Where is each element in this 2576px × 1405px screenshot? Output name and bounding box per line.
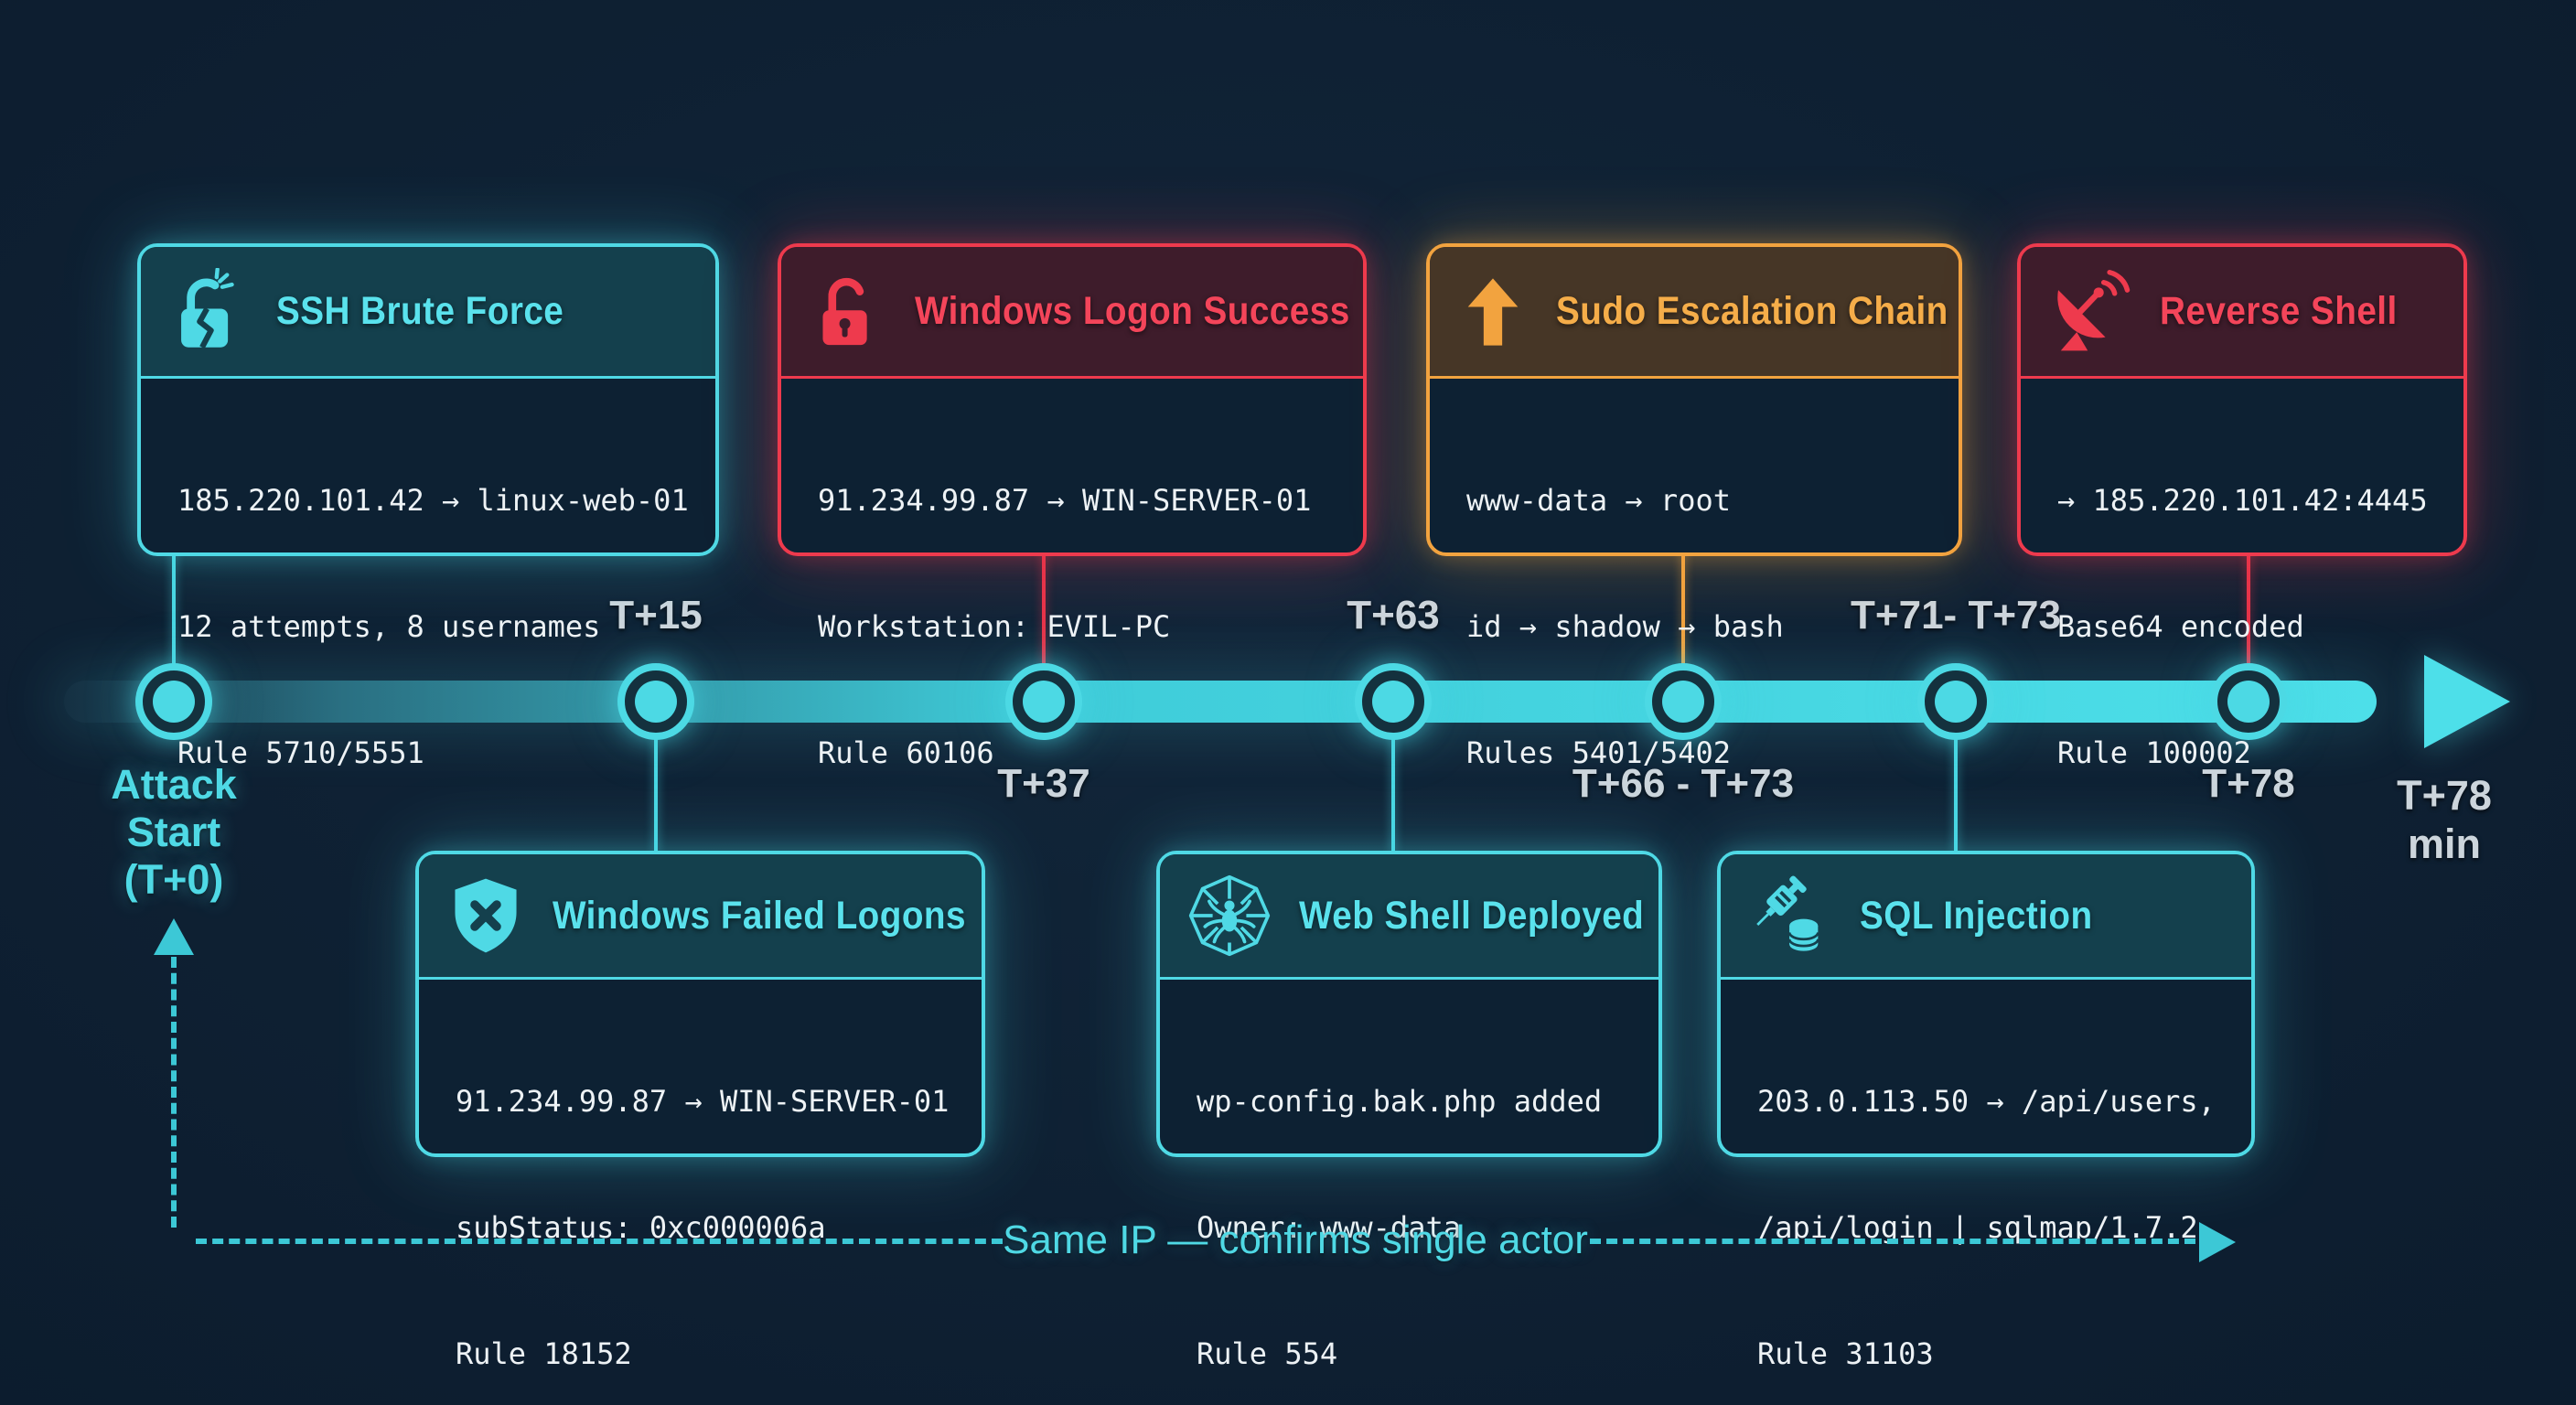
attack-start-line3: (T+0)	[123, 856, 224, 903]
card-detail-line: → 185.220.101.42:4445	[2057, 483, 2428, 518]
event-card-sql-injection: SQL Injection 203.0.113.50 → /api/users,…	[1717, 851, 2255, 1371]
card-detail-line: Owner: www-data	[1197, 1210, 1461, 1245]
card-title: Reverse Shell	[2160, 289, 2398, 333]
event-card-reverse-shell: Reverse Shell → 185.220.101.42:4445 Base…	[2017, 243, 2467, 770]
connector-sudo-escalation-chain	[1681, 547, 1685, 666]
card-header: Sudo Escalation Chain	[1430, 247, 1959, 379]
card-header: Windows Failed Logons	[419, 854, 982, 980]
card-detail-line: Rule 60106	[818, 735, 994, 770]
up-arrow-icon	[1457, 268, 1529, 356]
card-detail-line: www-data → root	[1466, 483, 1731, 518]
timeline-node-t37	[1005, 663, 1082, 740]
card-header: Web Shell Deployed	[1160, 854, 1658, 980]
card-detail-line: 12 attempts, 8 usernames	[177, 609, 601, 644]
card-detail-line: 203.0.113.50 → /api/users,	[1757, 1084, 2216, 1119]
connector-ssh-brute-force	[172, 547, 176, 666]
timeline-node-t71-t73	[1917, 663, 1994, 740]
card-detail-line: 91.234.99.87 → WIN-SERVER-01	[818, 483, 1312, 518]
timeline-end-label: T+78 min	[2397, 771, 2492, 868]
annotation-vertical-dashed-line	[171, 957, 177, 1228]
attack-start-line2: Start	[126, 809, 221, 855]
timeline-label-t66-t73: T+66 - T+73	[1572, 761, 1795, 806]
syringe-database-icon	[1748, 874, 1832, 958]
card-body: www-data → root id → shadow → bash Rules…	[1430, 379, 1959, 858]
card-title: Sudo Escalation Chain	[1556, 289, 1948, 333]
connector-windows-logon-success	[1042, 547, 1046, 666]
card-header: Windows Logon Success	[781, 247, 1363, 379]
card-detail-line: Rule 31103	[1757, 1336, 1934, 1371]
timeline-node-t15	[617, 663, 694, 740]
card-header: SSH Brute Force	[141, 247, 715, 379]
event-card-ssh-brute-force: SSH Brute Force 185.220.101.42 → linux-w…	[137, 243, 719, 770]
timeline-label-t78: T+78	[2202, 761, 2295, 806]
card-title: Windows Logon Success	[915, 289, 1350, 333]
card-title: Web Shell Deployed	[1299, 893, 1645, 938]
same-ip-annotation-text: Same IP — confirms single actor	[1003, 1217, 1588, 1262]
card-body: 91.234.99.87 → WIN-SERVER-01 subStatus: …	[419, 980, 982, 1405]
end-label-line1: T+78	[2397, 772, 2492, 819]
shield-x-icon	[446, 874, 525, 958]
timeline-label-t63: T+63	[1347, 593, 1440, 638]
attack-start-line1: Attack	[111, 761, 237, 808]
card-detail-line: Rules 5401/5402	[1466, 735, 1731, 770]
annotation-dashed-line-left	[196, 1239, 1003, 1244]
annotation-right-arrow-icon	[2199, 1222, 2236, 1262]
card-title: SQL Injection	[1860, 893, 2093, 938]
annotation-up-arrow-icon	[154, 918, 194, 955]
card-detail-line: 185.220.101.42 → linux-web-01	[177, 483, 689, 518]
timeline-node-t78	[2210, 663, 2287, 740]
card-detail-line: Rule 100002	[2057, 735, 2251, 770]
timeline-arrowhead-icon	[2424, 655, 2510, 748]
card-body: → 185.220.101.42:4445 Base64 encoded Rul…	[2021, 379, 2463, 858]
card-body: 91.234.99.87 → WIN-SERVER-01 Workstation…	[781, 379, 1363, 858]
card-title: SSH Brute Force	[276, 289, 564, 333]
timeline-node-t66-t73	[1645, 663, 1722, 740]
card-header: SQL Injection	[1721, 854, 2251, 980]
connector-windows-failed-logons	[654, 736, 658, 853]
satellite-dish-icon	[2048, 268, 2132, 356]
spider-web-icon	[1187, 874, 1272, 958]
card-detail-line: Rule 554	[1197, 1336, 1338, 1371]
card-detail-line: id → shadow → bash	[1466, 609, 1784, 644]
event-card-web-shell-deployed: Web Shell Deployed wp-config.bak.php add…	[1156, 851, 1662, 1371]
card-header: Reverse Shell	[2021, 247, 2463, 379]
end-label-line2: min	[2407, 820, 2482, 867]
connector-sql-injection	[1954, 736, 1958, 853]
card-detail-line: Workstation: EVIL-PC	[818, 609, 1171, 644]
timeline-label-t15: T+15	[609, 593, 703, 638]
card-detail-line: Rule 5710/5551	[177, 735, 424, 770]
card-detail-line: wp-config.bak.php added	[1197, 1084, 1603, 1119]
card-detail-line: Base64 encoded	[2057, 609, 2304, 644]
event-card-windows-failed-logons: Windows Failed Logons 91.234.99.87 → WIN…	[415, 851, 985, 1371]
card-detail-line: Rule 18152	[456, 1336, 632, 1371]
card-body: 203.0.113.50 → /api/users, /api/login | …	[1721, 980, 2251, 1405]
card-detail-line: 91.234.99.87 → WIN-SERVER-01	[456, 1084, 950, 1119]
connector-web-shell-deployed	[1391, 736, 1395, 853]
card-title: Windows Failed Logons	[553, 893, 966, 938]
timeline-node-t63	[1355, 663, 1432, 740]
broken-lock-icon	[168, 267, 249, 356]
attack-start-label: Attack Start (T+0)	[111, 761, 237, 904]
event-card-windows-logon-success: Windows Logon Success 91.234.99.87 → WIN…	[778, 243, 1367, 770]
timeline-node-t0	[135, 663, 212, 740]
card-body: wp-config.bak.php added Owner: www-data …	[1160, 980, 1658, 1405]
unlocked-padlock-icon	[809, 268, 887, 356]
annotation-dashed-line-right	[1590, 1239, 2195, 1244]
connector-reverse-shell	[2247, 547, 2250, 666]
card-body: 185.220.101.42 → linux-web-01 12 attempt…	[141, 379, 715, 858]
timeline-label-t71-t73: T+71- T+73	[1851, 593, 2061, 638]
event-card-sudo-escalation-chain: Sudo Escalation Chain www-data → root id…	[1426, 243, 1962, 770]
timeline-label-t37: T+37	[997, 761, 1090, 806]
